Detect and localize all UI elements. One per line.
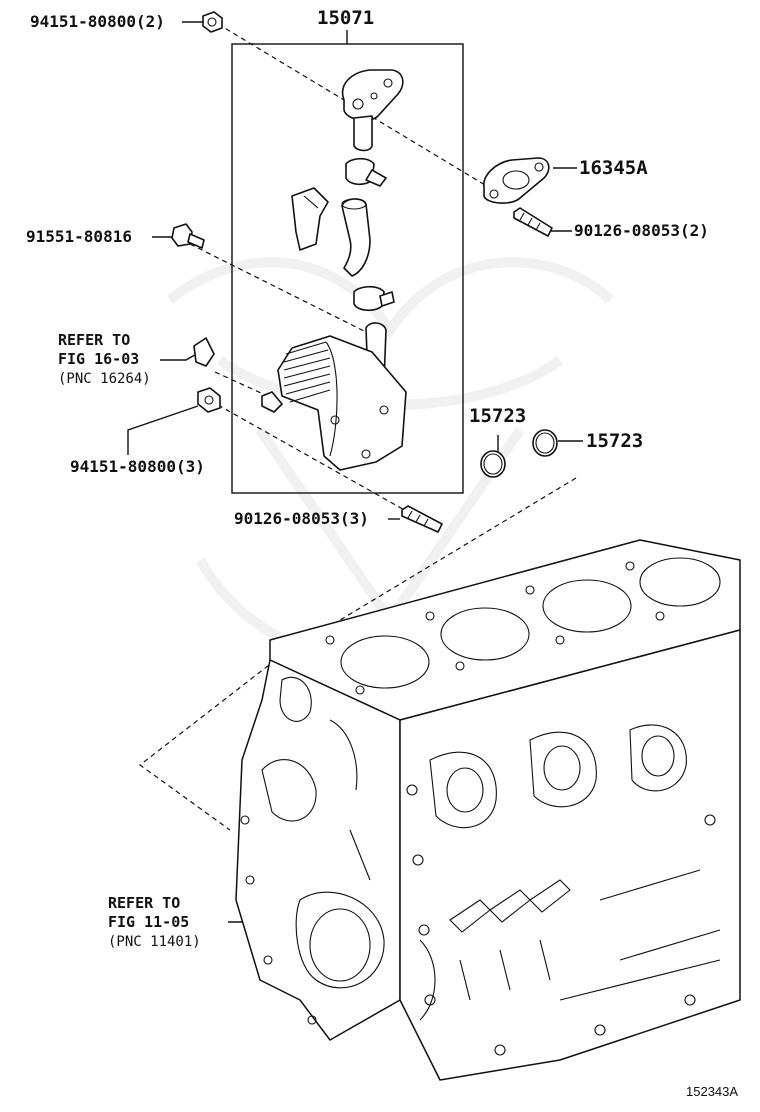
- label-15723-left: 15723: [469, 405, 526, 427]
- nut-part: [202, 11, 223, 33]
- label-15723-right: 15723: [586, 430, 643, 452]
- svg-text:(PNC 16264): (PNC 16264): [58, 371, 151, 387]
- oil-cooler-body: [261, 322, 407, 471]
- gasket-part: [483, 157, 550, 204]
- label-94151-80800-3: 94151-80800(3): [70, 457, 205, 476]
- svg-text:FIG 11-05: FIG 11-05: [108, 913, 189, 931]
- reference-note-11-05: REFER TO FIG 11-05 (PNC 11401): [108, 894, 201, 950]
- label-15071: 15071: [317, 7, 374, 29]
- bolt-part: [171, 223, 205, 249]
- reference-note-16-03: REFER TO FIG 16-03 (PNC 16264): [58, 331, 151, 387]
- label-94151-80800-2: 94151-80800(2): [30, 12, 165, 31]
- engine-block: [235, 539, 741, 1081]
- cooler-flange: [341, 69, 404, 152]
- bracket-part: [291, 187, 329, 251]
- svg-text:REFER TO: REFER TO: [58, 331, 130, 349]
- part-labels: 94151-80800(2) 15071 16345A 90126-08053(…: [26, 7, 709, 528]
- figure-id: 152343A: [686, 1084, 738, 1099]
- svg-text:FIG 16-03: FIG 16-03: [58, 350, 139, 368]
- svg-text:(PNC 11401): (PNC 11401): [108, 934, 201, 950]
- hose-clamp-upper: [345, 157, 387, 187]
- hose-clamp-lower: [353, 285, 395, 312]
- oil-cooler-assembly-box: [231, 30, 464, 494]
- hose-part: [341, 198, 371, 277]
- label-16345a: 16345A: [579, 157, 648, 179]
- label-91551-80816: 91551-80816: [26, 227, 132, 246]
- stud-bolt-part-lower: [401, 505, 443, 533]
- stud-bolt-part: [513, 207, 553, 237]
- label-90126-08053-3: 90126-08053(3): [234, 509, 369, 528]
- label-90126-08053-2: 90126-08053(2): [574, 221, 709, 240]
- union-part: [193, 337, 215, 367]
- o-ring-part-2: [532, 429, 558, 457]
- o-ring-part: [480, 450, 506, 478]
- nut-part-lower: [197, 387, 221, 413]
- svg-text:REFER TO: REFER TO: [108, 894, 180, 912]
